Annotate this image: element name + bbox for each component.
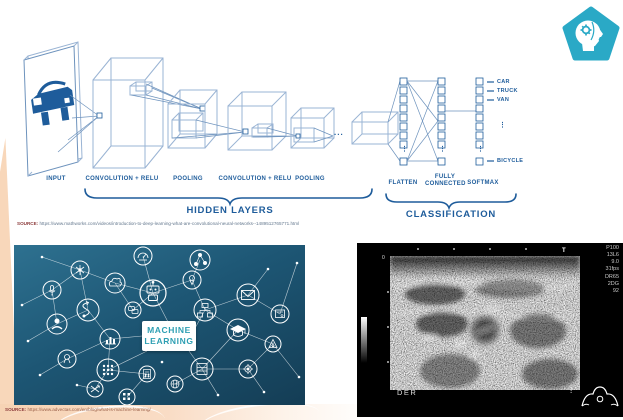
ml-title-line1: MACHINE — [147, 325, 191, 336]
stage-label-softmax: SOFTMAX — [467, 180, 499, 186]
stages-ellipsis: ... — [334, 128, 344, 137]
machine-learning-title-box: MACHINE LEARNING — [142, 321, 196, 351]
conv1-box — [92, 57, 164, 169]
outputs-ellipsis: ⋮ — [499, 122, 506, 129]
medal-icon — [57, 349, 77, 369]
exclaim-label: ! — [570, 386, 573, 395]
depth-tick — [387, 361, 389, 363]
car-input-icon — [31, 80, 75, 126]
network-nodes — [42, 246, 290, 405]
machine-learning-graphic: MACHINE LEARNING — [14, 245, 305, 405]
ml-source: SOURCE: https://www.advectas.com/en/blog… — [5, 407, 151, 412]
ultrasound-scan-area — [390, 256, 580, 390]
depth-tick — [387, 326, 389, 328]
robot-icon — [139, 279, 167, 307]
stage-label-conv2: CONVOLUTION + RELU — [218, 176, 292, 182]
output-class-van: VAN — [497, 97, 510, 103]
brain-shield-logo — [562, 6, 620, 61]
depth-zero-label: 0 — [382, 255, 385, 261]
network-dots — [20, 255, 301, 397]
top-tick — [417, 248, 419, 250]
conv1-filter — [129, 81, 153, 96]
ml-network — [20, 246, 301, 405]
top-tick — [453, 248, 455, 250]
output-class-car: CAR — [497, 79, 510, 85]
fc-connections — [406, 80, 439, 162]
softmax-ellipsis: ⋮ — [477, 146, 484, 153]
group-braces — [84, 188, 517, 211]
pooling1-box — [167, 89, 218, 149]
ml-source-label: SOURCE: — [5, 407, 27, 412]
alert-icon — [264, 335, 282, 353]
ml-source-link[interactable]: https://www.advectas.com/en/blog/what-is… — [27, 407, 151, 412]
server-icon — [190, 357, 214, 381]
pooling2-box — [290, 107, 335, 149]
ultrasound-image: P100 13L6 9.0 31fps DR65 2DG 92 T 0 DER … — [357, 243, 623, 417]
route-icon — [76, 298, 100, 322]
location-pin-icon — [182, 270, 202, 290]
stage-label-pool1: POOLING — [173, 176, 203, 182]
stage-label-pool2: POOLING — [295, 176, 325, 182]
apps-icon — [118, 388, 136, 405]
flatten-column — [399, 77, 408, 166]
background-hand-strip — [0, 396, 372, 420]
output-class-bicycle: BICYCLE — [497, 158, 524, 164]
hidden-layers-label: HIDDEN LAYERS — [186, 205, 274, 216]
cnn-source-link[interactable]: https://www.mathworks.com/videos/introdu… — [39, 221, 300, 226]
top-tick — [489, 248, 491, 250]
param-line: 2DG — [607, 280, 619, 287]
ml-title-line2: LEARNING — [144, 336, 194, 346]
shuffle-icon — [86, 380, 104, 398]
stage-label-input: INPUT — [46, 176, 66, 182]
gear-icon — [580, 24, 592, 36]
flowchart-icon — [193, 298, 217, 322]
param-line: DR65 — [604, 273, 619, 280]
output-class-truck: TRUCK — [497, 88, 518, 94]
gear-flower-icon — [238, 359, 258, 379]
bar-chart-icon — [99, 328, 121, 350]
cnn-source: SOURCE: https://www.mathworks.com/videos… — [17, 221, 299, 226]
microphone-icon — [42, 280, 62, 300]
softmax-column — [475, 77, 484, 166]
speedometer-icon — [133, 246, 153, 266]
probe-position-icon — [581, 386, 619, 407]
molecule-icon — [189, 249, 211, 271]
input-connections — [57, 94, 100, 153]
cloud-icon — [104, 272, 126, 294]
fan-icon — [70, 260, 90, 280]
globe-icon — [166, 375, 184, 393]
flatten-ellipsis: ⋮ — [401, 146, 408, 153]
stage-label-flatten: FLATTEN — [388, 180, 418, 186]
param-line: 31fps — [605, 266, 619, 273]
user-icon — [46, 313, 68, 335]
chat-icon — [124, 301, 142, 319]
stage-label-fully-connected: FULLY CONNECTED — [425, 174, 466, 187]
envelope-icon — [236, 283, 260, 307]
side-label: DER — [397, 388, 418, 397]
graduation-cap-icon — [226, 318, 250, 342]
ultrasound-params: P100 13L6 9.0 31fps DR65 2DG 92 — [605, 245, 619, 295]
certificate-icon — [270, 304, 290, 324]
cnn-source-label: SOURCE: — [17, 221, 39, 226]
classification-label: CLASSIFICATION — [405, 209, 497, 220]
probe-orientation-marker: T — [562, 248, 566, 254]
fully-connected-column — [437, 77, 446, 166]
param-line: 92 — [612, 287, 619, 294]
final-feature-box — [351, 111, 399, 145]
depth-tick — [387, 291, 389, 293]
dots-grid-icon — [96, 358, 120, 382]
top-tick — [525, 248, 527, 250]
head-profile-icon — [575, 20, 603, 51]
grayscale-bar — [361, 317, 367, 363]
stage-label-conv1: CONVOLUTION + RELU — [85, 176, 159, 182]
conv2-box — [227, 91, 287, 151]
output-dashes — [487, 81, 494, 162]
calculator-icon — [138, 365, 156, 383]
param-line: P100 — [606, 245, 619, 251]
param-line: 9.0 — [611, 259, 619, 266]
param-line: 13L6 — [606, 252, 619, 259]
fc-ellipsis: ⋮ — [439, 146, 446, 153]
